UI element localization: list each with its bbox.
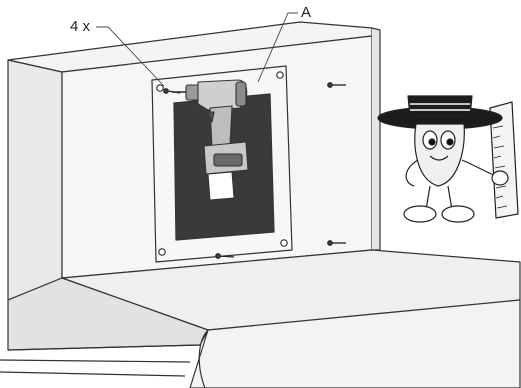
plate-window <box>208 172 234 200</box>
callout-part-a: A <box>301 5 311 20</box>
callout-screw-count: 4 x <box>70 19 90 34</box>
inspector-mascot <box>378 96 518 222</box>
